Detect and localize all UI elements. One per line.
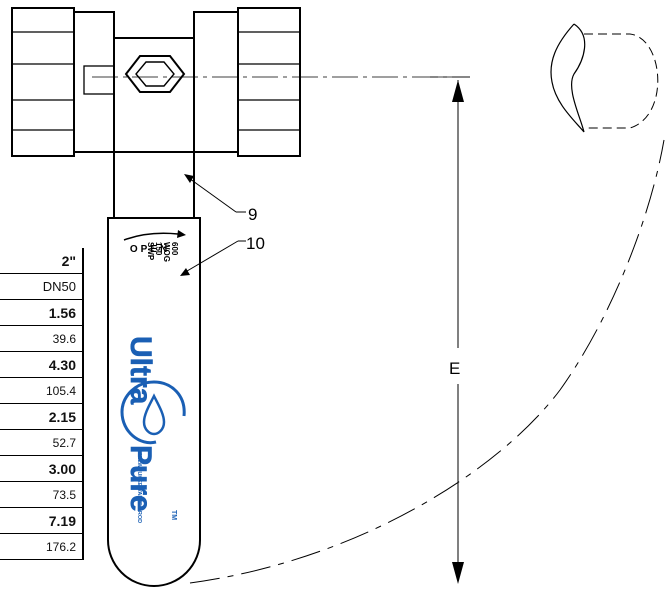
table-row: 52.7 (0, 429, 83, 456)
row-4-mm: 73.5 (0, 481, 83, 508)
row-3-mm: 52.7 (0, 429, 83, 456)
rating-line-3: 150 (154, 242, 163, 256)
handle-stem (113, 37, 195, 219)
brand-logo: Ultra Pure TM A MILWAUKEE VALVE PROD (120, 336, 186, 523)
brand-word-pure: Pure (124, 445, 157, 512)
rating-line-2: WOG (162, 242, 171, 262)
dimension-e-label: E (449, 359, 460, 378)
handle-swing-arc (189, 139, 665, 584)
table-row: 39.6 (0, 325, 83, 352)
row-2-inch: 4.30 (0, 351, 83, 378)
trademark-mark: TM (170, 510, 177, 520)
size-table: 2" DN50 1.56 39.6 4.30 105.4 2.15 52.7 3… (0, 248, 84, 560)
header-inch: 2" (0, 248, 83, 274)
valve-center-body-right (193, 11, 239, 153)
row-5-inch: 7.19 (0, 507, 83, 534)
table-row: 105.4 (0, 377, 83, 404)
table-row: 73.5 (0, 481, 83, 508)
stem-nut-inner (135, 61, 175, 87)
table-row: 2" (0, 248, 83, 274)
callout-10-label: 10 (246, 234, 265, 253)
rating-line-4: SWP (146, 242, 155, 261)
open-arrow-icon (123, 232, 179, 241)
table-row: 176.2 (0, 533, 83, 560)
open-text: OPEN (130, 244, 170, 255)
callout-10: 10 (180, 234, 265, 276)
left-end-cap (11, 7, 75, 157)
tagline-text: A MILWAUKEE VALVE PROD (136, 448, 142, 523)
phantom-handle-end (550, 23, 659, 133)
callout-9-label: 9 (248, 205, 257, 224)
row-5-mm: 176.2 (0, 533, 83, 560)
dimension-arrow-top-icon (452, 80, 464, 102)
table-row: 7.19 (0, 507, 83, 534)
valve-body (11, 7, 301, 157)
dimension-e: E (430, 76, 470, 584)
table-row: 3.00 (0, 455, 83, 482)
table-row: 2.15 (0, 403, 83, 430)
callout-9: 9 (184, 174, 257, 224)
arrow-head-icon (177, 230, 186, 238)
row-1-mm: 39.6 (0, 325, 83, 352)
table-row: 4.30 (0, 351, 83, 378)
row-2-mm: 105.4 (0, 377, 83, 404)
rating-line-1: 600 (170, 242, 179, 256)
row-1-inch: 1.56 (0, 299, 83, 326)
table-row: 1.56 (0, 299, 83, 326)
water-drop-icon (142, 393, 166, 436)
table-row: DN50 (0, 273, 83, 300)
dimension-arrow-bottom-icon (452, 562, 464, 584)
rating-marking: 600 WOG 150 SWP (146, 242, 179, 262)
open-marking: OPEN (123, 230, 186, 255)
row-3-inch: 2.15 (0, 403, 83, 430)
row-4-inch: 3.00 (0, 455, 83, 482)
swoosh-icon (120, 380, 186, 445)
header-dn: DN50 (0, 273, 83, 300)
right-end-cap (237, 7, 301, 157)
